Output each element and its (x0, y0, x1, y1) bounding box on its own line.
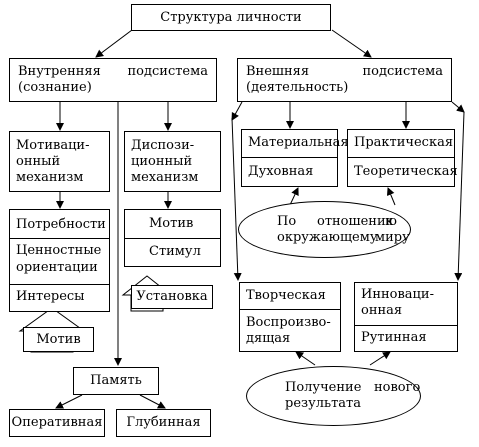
material-spiritual-box: Материальная Духовная (241, 129, 349, 187)
motivation-line-1: Мотиваци- (16, 138, 90, 153)
arrow-to-deep (139, 394, 166, 409)
external-subsystem-box: Внешняя подсистема (деятельность) (237, 58, 452, 102)
motive-bottom-text: Мотив (36, 332, 81, 347)
motive-bottom-box: Мотив (23, 327, 94, 352)
practical-theoretical-box: Практическая Теоретическая (347, 129, 458, 187)
creative-divider (240, 309, 340, 310)
innovative-divider (355, 325, 457, 326)
needs-box: Потребности Ценностные ориентации Интере… (9, 209, 110, 312)
setting-text: Установка (136, 289, 208, 304)
needs-divider-1 (10, 238, 109, 239)
result-word-2: нового (374, 380, 421, 395)
arrow-to-innovative (454, 111, 465, 281)
routine-text: Рутинная (361, 330, 427, 345)
setting-box: Установка (131, 285, 213, 309)
result-word-3: результата (285, 396, 361, 411)
values-line-1: Ценностные (16, 243, 102, 258)
internal-header-left: Внутренняя (18, 64, 101, 79)
external-header-sub: (деятельность) (246, 80, 349, 95)
internal-header-sub: (сознание) (18, 80, 92, 95)
external-header-left: Внешняя (246, 64, 310, 79)
arrow-relation-to-practical (386, 187, 396, 206)
material-text: Материальная (248, 135, 349, 150)
spiritual-text: Духовная (248, 164, 314, 179)
innovative-line-1: Инноваци- (361, 287, 434, 302)
dispositional-line-2: ционный (131, 154, 193, 169)
arrow-left-branch (231, 101, 243, 121)
deep-box: Глубинная (116, 409, 211, 437)
relation-word-2: отношению (317, 214, 397, 229)
motive-stimulus-box: Мотив Стимул (124, 209, 221, 267)
memory-box: Память (73, 367, 159, 395)
external-header-right: подсистема (362, 64, 443, 79)
deep-text: Глубинная (126, 415, 201, 430)
dispositional-line-3: механизм (131, 170, 199, 185)
internal-header-right: подсистема (127, 64, 208, 79)
operative-text: Оперативная (11, 415, 103, 430)
result-ellipse: Получение нового результата (246, 366, 421, 426)
theoretical-text: Теоретическая (354, 164, 458, 179)
operative-box: Оперативная (9, 409, 105, 437)
motivation-line-3: механизм (16, 170, 84, 185)
dispositional-mechanism-box: Диспози- ционный механизм (124, 131, 221, 192)
needs-text: Потребности (16, 217, 106, 232)
dispositional-line-1: Диспози- (131, 138, 195, 153)
internal-subsystem-box: Внутренняя подсистема (сознание) (9, 58, 217, 102)
arrow-to-internal (95, 29, 133, 58)
innovative-routine-box: Инноваци- онная Рутинная (354, 282, 458, 352)
reproductive-line-1: Воспроизво- (246, 315, 331, 330)
needs-divider-2 (10, 284, 109, 285)
relation-word-1: По (277, 214, 297, 229)
motivation-mechanism-box: Мотиваци- онный механизм (9, 131, 110, 192)
arrow-right-branch (451, 101, 465, 113)
arrow-result-to-innovative (369, 351, 391, 366)
arrow-to-operative (55, 394, 83, 409)
creative-reproductive-box: Творческая Воспроизво- дящая (239, 282, 341, 352)
arrow-result-to-creative (295, 351, 316, 366)
relation-word-4: окружающему (277, 230, 378, 245)
motive-stimulus-divider (125, 238, 220, 239)
title-box: Структура личности (131, 4, 331, 31)
reproductive-line-2: дящая (246, 331, 291, 346)
title-text: Структура личности (160, 10, 302, 25)
innovative-line-2: онная (361, 303, 403, 318)
arrow-to-creative (231, 117, 242, 281)
motive-text: Мотив (149, 216, 194, 231)
creative-text: Творческая (246, 288, 326, 303)
values-line-2: ориентации (16, 260, 98, 275)
memory-text: Память (90, 373, 142, 388)
result-word-1: Получение (285, 380, 362, 395)
practical-text: Практическая (354, 135, 454, 150)
relation-word-3: к (385, 214, 394, 229)
interests-text: Интересы (16, 289, 85, 304)
material-divider (242, 157, 337, 158)
relation-word-5: миру (375, 230, 410, 245)
arrow-to-external (331, 29, 372, 58)
motivation-line-2: онный (16, 154, 61, 169)
stimulus-text: Стимул (149, 244, 201, 259)
practical-divider (348, 157, 454, 158)
relation-ellipse: По отношению к окружающему миру (238, 201, 411, 258)
